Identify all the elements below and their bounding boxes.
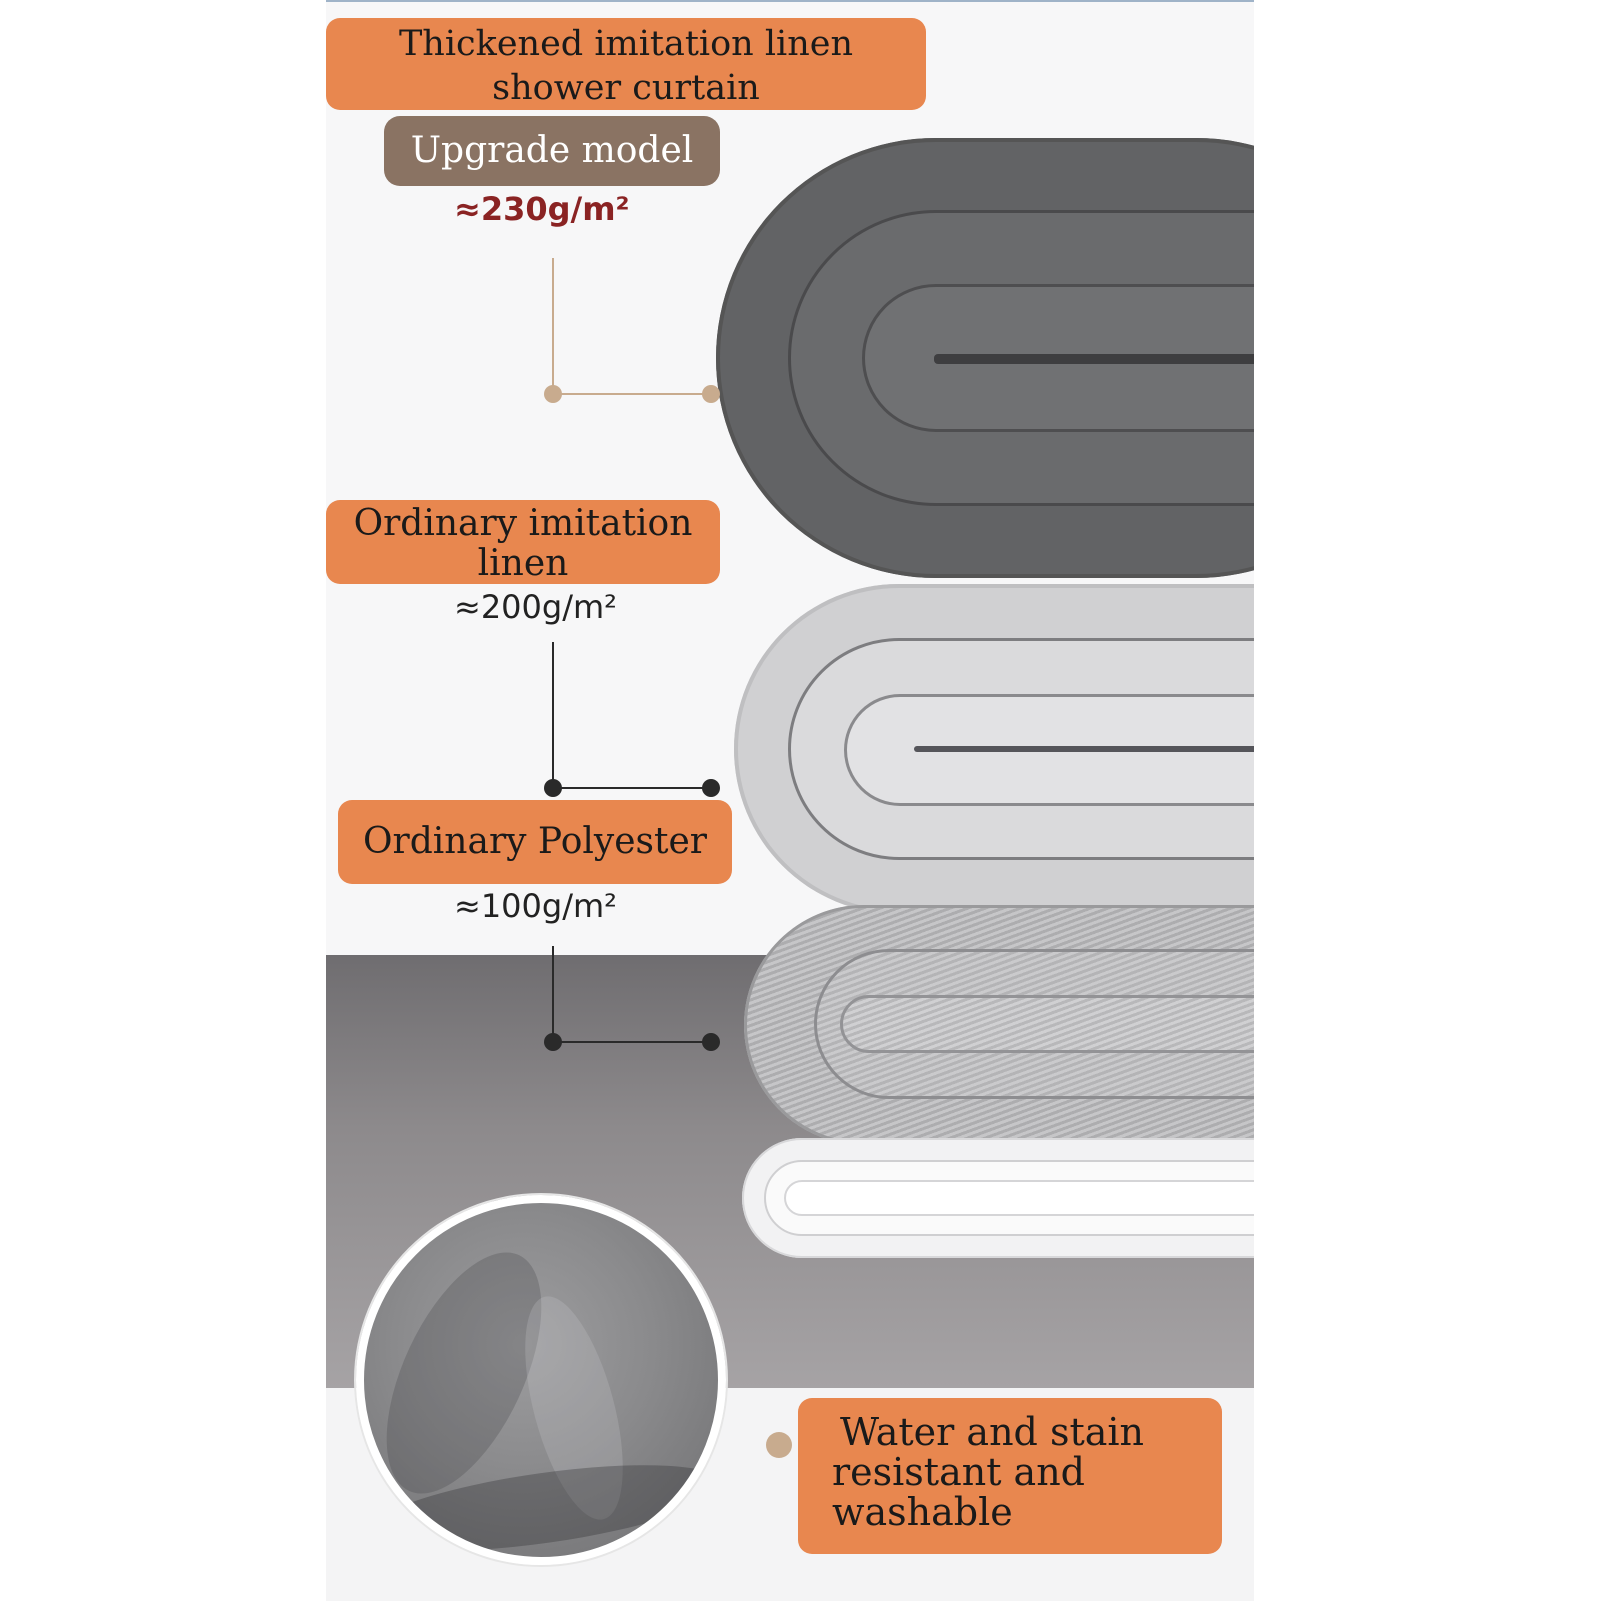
leader-line-linen-vertical <box>552 642 554 782</box>
ordinary-linen-label: Ordinary imitation linen <box>326 500 720 584</box>
top-divider <box>326 0 1254 2</box>
leader-line-linen-horizontal <box>556 787 712 789</box>
feature-line2: resistant and <box>832 1450 1086 1494</box>
weight-polyester: ≈100g/m² <box>454 887 617 925</box>
thickened-label-line2: shower curtain <box>492 68 760 108</box>
leader-dot-polyester-start <box>544 1033 562 1051</box>
ordinary-linen-line2: linen <box>477 543 569 584</box>
feature-bullet-dot <box>766 1432 792 1458</box>
fabric-roll-thickened <box>716 138 1254 578</box>
fabric-roll-polyester <box>744 905 1254 1145</box>
fabric-roll-white <box>742 1138 1254 1258</box>
upgrade-model-badge: Upgrade model <box>384 116 720 186</box>
weight-ordinary-linen: ≈200g/m² <box>454 588 617 626</box>
product-infographic: Thickened imitation linen shower curtain… <box>326 0 1254 1601</box>
feature-line3: washable <box>832 1490 1013 1534</box>
leader-dot-polyester-end <box>702 1033 720 1051</box>
fabric-roll-ordinary-linen <box>734 584 1254 914</box>
leader-dot-linen-end <box>702 779 720 797</box>
thickened-label-line1: Thickened imitation linen <box>398 24 854 64</box>
leader-dot-thickened-end <box>702 385 720 403</box>
leader-line-polyester-horizontal <box>556 1041 712 1043</box>
leader-dot-linen-start <box>544 779 562 797</box>
leader-dot-thickened-start <box>544 385 562 403</box>
thickened-linen-label: Thickened imitation linen shower curtain <box>326 18 926 110</box>
leader-line-polyester-vertical <box>552 946 554 1036</box>
water-stain-feature-label: Water and stain resistant and washable <box>798 1398 1222 1554</box>
ordinary-polyester-label: Ordinary Polyester <box>338 800 732 884</box>
fabric-closeup-swatch <box>356 1195 726 1565</box>
leader-line-thickened-horizontal <box>556 393 712 395</box>
leader-line-thickened-vertical <box>552 258 554 392</box>
feature-line1: Water and stain <box>840 1410 1144 1454</box>
weight-upgrade: ≈230g/m² <box>454 190 630 228</box>
ordinary-linen-line1: Ordinary imitation <box>353 503 693 544</box>
